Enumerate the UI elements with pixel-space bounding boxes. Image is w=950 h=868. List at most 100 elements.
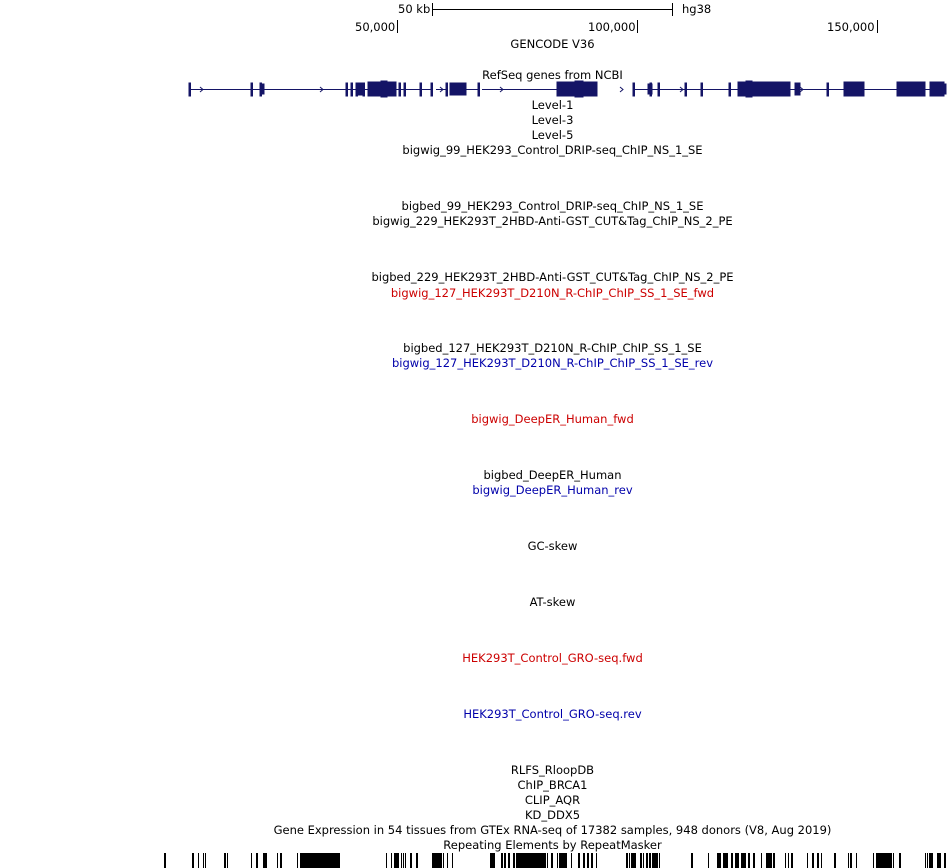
repeat-element (280, 853, 282, 868)
gene-exon-tick (700, 82, 703, 97)
gene-strand-arrow (319, 86, 324, 93)
repeat-element (791, 853, 793, 868)
track-label-bigbed-127[interactable]: bigbed_127_HEK293T_D210N_R-ChIP_ChIP_SS_… (403, 341, 702, 355)
repeat-element (192, 853, 194, 868)
repeat-element (452, 853, 453, 868)
gene-exon-block (380, 80, 388, 98)
track-label-gtex[interactable]: Gene Expression in 54 tissues from GTEx … (273, 823, 832, 837)
gene-exon-tick (250, 82, 253, 97)
repeat-element (753, 853, 755, 868)
repeat-element (513, 853, 515, 868)
track-label-deeper-rev[interactable]: bigwig_DeepER_Human_rev (472, 483, 633, 497)
gene-exon-block (357, 82, 365, 96)
repeatmasker-track (164, 853, 946, 868)
repeat-element (807, 853, 808, 868)
gene-exon-tick (419, 82, 422, 97)
track-label-level-5[interactable]: Level-5 (531, 128, 574, 142)
track-label-gro-seq-fwd[interactable]: HEK293T_Control_GRO-seq.fwd (462, 651, 643, 665)
track-label-bigwig-99[interactable]: bigwig_99_HEK293_Control_DRIP-seq_ChIP_N… (402, 143, 703, 157)
repeat-element (583, 853, 585, 868)
gene-strand-arrow (259, 86, 264, 93)
repeat-element (629, 853, 630, 868)
repeat-element (263, 853, 267, 868)
repeat-element (432, 853, 442, 868)
repeat-element (578, 853, 580, 868)
repeat-element (731, 853, 733, 868)
ruler-position-2: 100,000 (588, 20, 636, 34)
repeat-element (929, 853, 933, 868)
repeat-element (925, 853, 926, 868)
track-label-clip-aqr[interactable]: CLIP_AQR (524, 793, 581, 807)
repeat-element (937, 853, 941, 868)
repeat-element (198, 853, 199, 868)
repeat-element (297, 853, 298, 868)
repeat-element (659, 853, 660, 868)
track-label-level-3[interactable]: Level-3 (531, 113, 574, 127)
track-label-chip-brca1[interactable]: ChIP_BRCA1 (517, 778, 588, 792)
gene-exon-tick (445, 82, 448, 97)
repeat-element (224, 853, 226, 868)
repeat-element (848, 853, 849, 868)
repeat-element (788, 853, 789, 868)
repeat-element (876, 853, 878, 868)
gene-exon-block (896, 81, 926, 97)
gene-strand-arrow (739, 86, 744, 93)
gene-strand-arrow (619, 86, 624, 93)
track-label-at-skew[interactable]: AT-skew (529, 595, 576, 609)
track-label-bigbed-99[interactable]: bigbed_99_HEK293_Control_DRIP-seq_ChIP_N… (401, 199, 704, 213)
repeat-element (277, 853, 278, 868)
repeat-element (708, 853, 709, 868)
gene-strand-arrow (559, 86, 564, 93)
gene-exon-tick (403, 82, 406, 97)
repeat-element (164, 853, 166, 868)
repeat-element (203, 853, 204, 868)
repeat-element (766, 853, 772, 868)
repeat-element (761, 853, 762, 868)
repeat-element (559, 853, 567, 868)
track-label-gencode[interactable]: GENCODE V36 (510, 37, 595, 51)
gene-strand-arrow (439, 86, 444, 93)
gene-exon-tick (684, 82, 687, 97)
gene-exon-tick (657, 82, 660, 97)
repeat-element (735, 853, 739, 868)
gene-exon-tick (632, 82, 635, 97)
repeat-element (391, 853, 392, 868)
repeat-element (640, 853, 642, 868)
ruler-position-3: 150,000 (827, 20, 875, 34)
repeat-element (508, 853, 510, 868)
repeat-element (410, 853, 412, 868)
track-label-kd-ddx5[interactable]: KD_DDX5 (524, 808, 581, 822)
repeat-element (899, 853, 901, 868)
repeat-element (551, 853, 553, 868)
assembly-label: hg38 (682, 2, 712, 16)
gene-strand-arrow (379, 86, 384, 93)
repeat-element (652, 853, 658, 868)
track-label-level-1[interactable]: Level-1 (531, 98, 574, 112)
track-label-bigwig-127-fwd[interactable]: bigwig_127_HEK293T_D210N_R-ChIP_ChIP_SS_… (390, 286, 715, 300)
track-label-repeatmasker[interactable]: Repeating Elements by RepeatMasker (443, 838, 662, 852)
gene-strand-arrow (199, 86, 204, 93)
gene-exon-block (591, 83, 597, 95)
repeat-element (626, 853, 628, 868)
track-label-deeper-bigbed[interactable]: bigbed_DeepER_Human (483, 468, 622, 482)
track-label-deeper-fwd[interactable]: bigwig_DeepER_Human_fwd (471, 412, 634, 426)
repeat-element (821, 853, 822, 868)
track-label-bigwig-229[interactable]: bigwig_229_HEK293T_2HBD-Anti-GST_CUT&Tag… (372, 214, 733, 228)
repeat-element (394, 853, 399, 868)
track-label-bigbed-229[interactable]: bigbed_229_HEK293T_2HBD-Anti-GST_CUT&Tag… (371, 270, 734, 284)
track-label-rlfs[interactable]: RLFS_RloopDB (510, 763, 595, 777)
track-label-gc-skew[interactable]: GC-skew (527, 539, 578, 553)
scale-bar-label: 50 kb (398, 2, 431, 16)
track-label-refseq[interactable]: RefSeq genes from NCBI (482, 68, 623, 82)
gene-exon-block (794, 82, 801, 96)
repeat-element (447, 853, 448, 868)
ruler-ticks (397, 20, 878, 33)
ruler-position-1: 50,000 (355, 20, 396, 34)
gene-strand-arrow (679, 86, 684, 93)
repeat-element (227, 853, 228, 868)
track-label-bigwig-127-rev[interactable]: bigwig_127_HEK293T_D210N_R-ChIP_ChIP_SS_… (391, 356, 714, 370)
track-label-gro-seq-rev[interactable]: HEK293T_Control_GRO-seq.rev (463, 707, 642, 721)
repeat-element (850, 853, 852, 868)
gene-strand-arrow (799, 86, 804, 93)
